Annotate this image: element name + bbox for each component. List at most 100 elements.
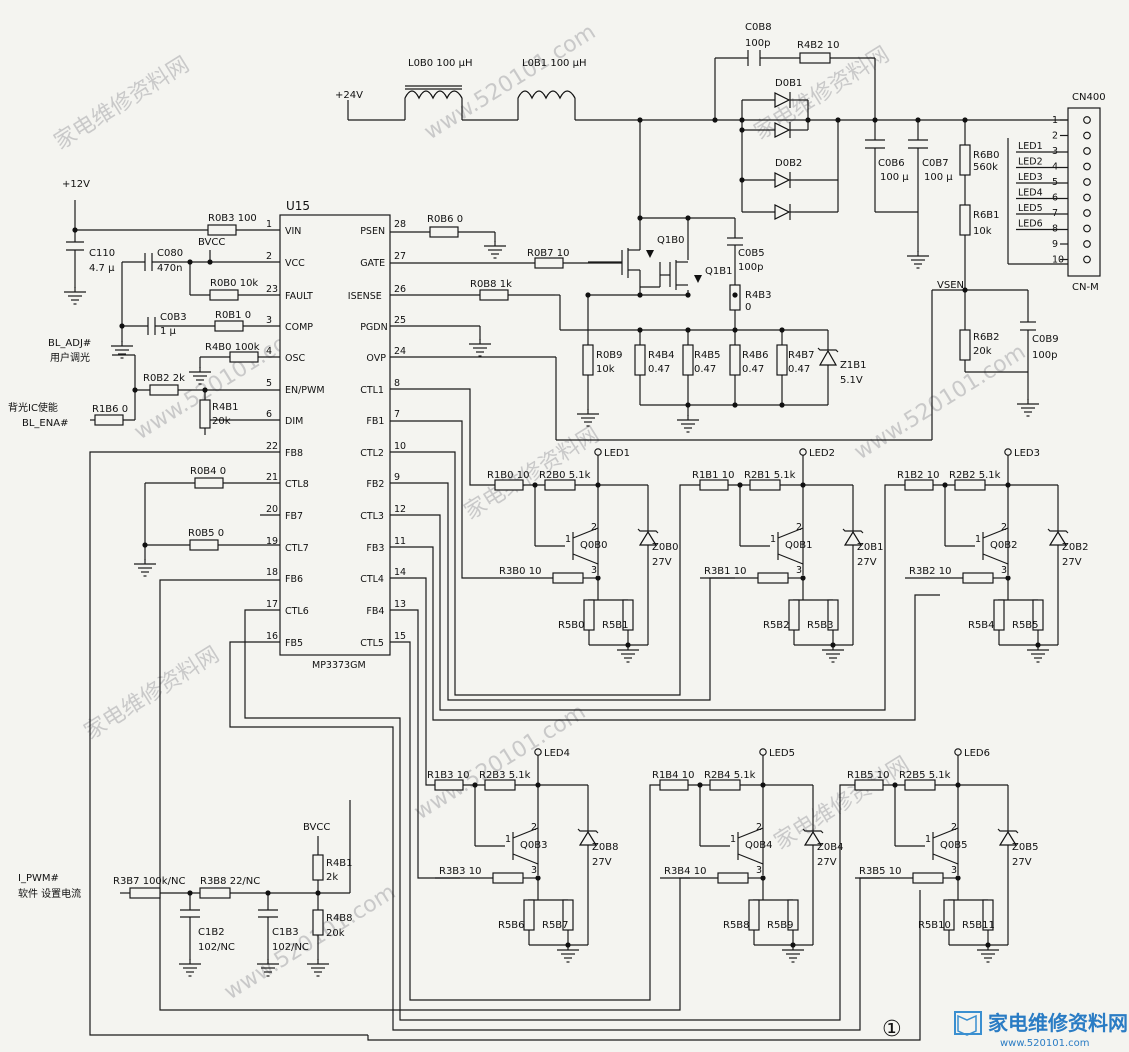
channel-ra-label: R5B4 xyxy=(968,620,995,631)
connector-ref: CN400 xyxy=(1072,92,1106,103)
ic-pin-name: FB3 xyxy=(366,543,384,554)
channel-led-label: LED1 xyxy=(604,448,630,459)
connector-pin xyxy=(1083,131,1091,140)
junction-dots xyxy=(72,117,968,896)
connector-pin-label: LED6 xyxy=(1018,219,1043,230)
ic-pin-number: 16 xyxy=(266,631,278,642)
ic-pin-number: 24 xyxy=(394,346,406,357)
channel-ra-label: R5B0 xyxy=(558,620,585,631)
svg-text:R4B6: R4B6 xyxy=(742,350,769,361)
connector-pin-label: LED5 xyxy=(1018,203,1043,214)
ground-icon xyxy=(189,367,211,385)
connector-pin-number: 1 xyxy=(1052,115,1058,126)
ic-pin-number: 3 xyxy=(266,315,272,326)
ic-pin-name: PSEN xyxy=(360,226,385,237)
transistor-pin: 1 xyxy=(505,834,511,845)
ic-pin-name: FB6 xyxy=(285,574,303,585)
svg-text:0: 0 xyxy=(745,302,751,313)
svg-text:4.7 μ: 4.7 μ xyxy=(89,263,115,274)
channel-zener-label: Z0B4 xyxy=(817,842,843,853)
connector-pin xyxy=(1083,240,1091,248)
ic-pin-number: 18 xyxy=(266,567,278,578)
net-bvcc: BVCC xyxy=(198,237,225,248)
zener-Z1B1 xyxy=(817,347,839,366)
ic-pin-number: 6 xyxy=(266,409,272,420)
svg-text:C0B3: C0B3 xyxy=(160,312,187,323)
svg-text:20k: 20k xyxy=(212,416,231,427)
ic-pin-number: 27 xyxy=(394,251,406,262)
channel-led-label: LED5 xyxy=(769,748,795,759)
ic-pin-name: FB1 xyxy=(366,416,384,427)
watermark-text: 家电维修资料网 xyxy=(770,752,914,855)
diode-D0B2-b xyxy=(774,204,795,220)
channel-r1-label: R1B3 10 xyxy=(427,770,469,781)
ic-pin-name: OVP xyxy=(366,353,386,364)
transistor-pin: 3 xyxy=(756,865,762,876)
ground-icon xyxy=(577,409,599,427)
svg-text:C0B8: C0B8 xyxy=(745,22,772,33)
svg-text:D0B1: D0B1 xyxy=(775,78,802,89)
channel-ra-label: R5B8 xyxy=(723,920,750,931)
figure-number: ① xyxy=(882,1017,902,1042)
svg-text:R4B4: R4B4 xyxy=(648,350,675,361)
ic-pin-name: VIN xyxy=(285,226,301,237)
transistor-pin: 3 xyxy=(951,865,957,876)
inductor-L0B1 xyxy=(517,90,576,100)
ic-pin-number: 22 xyxy=(266,441,278,452)
channel-zener-value: 27V xyxy=(1062,557,1082,568)
watermark-text: 家电维修资料网 xyxy=(50,52,194,155)
channel-rb-label: R5B11 xyxy=(962,920,995,931)
channel-r1-label: R1B0 10 xyxy=(487,470,529,481)
connector-pin xyxy=(1083,209,1091,217)
svg-text:R0B0 10k: R0B0 10k xyxy=(210,278,258,289)
svg-text:R4B2 10: R4B2 10 xyxy=(797,40,839,51)
svg-text:R3B8 22/NC: R3B8 22/NC xyxy=(200,876,260,887)
svg-text:R6B2: R6B2 xyxy=(973,332,1000,343)
ic-pin-name: PGDN xyxy=(360,322,388,333)
ic-pin-name: FB5 xyxy=(285,638,303,649)
net-vsen: VSEN xyxy=(937,280,964,291)
ic-part: MP3373GM xyxy=(312,660,366,671)
svg-text:R4B7: R4B7 xyxy=(788,350,815,361)
channel-zener-label: Z0B1 xyxy=(857,542,883,553)
channel-ra-label: R5B6 xyxy=(498,920,525,931)
ground-icon xyxy=(64,287,86,305)
ic-pin-name: DIM xyxy=(285,416,303,427)
ic-pin-name: CTL8 xyxy=(285,479,309,490)
control-traces xyxy=(89,388,940,1041)
svg-text:0.47: 0.47 xyxy=(742,364,764,375)
connector-pin-label: LED4 xyxy=(1018,188,1043,199)
ground-icon xyxy=(257,959,279,977)
label-bl-ena: BL_ENA# xyxy=(22,418,68,429)
ic-pin-number: 8 xyxy=(394,378,400,389)
transistor-pin: 3 xyxy=(531,865,537,876)
svg-text:R0B8 1k: R0B8 1k xyxy=(470,279,512,290)
ic-pin-number: 10 xyxy=(394,441,406,452)
channel-rb-label: R5B7 xyxy=(542,920,569,931)
svg-text:5.1V: 5.1V xyxy=(840,375,863,386)
connector-pin xyxy=(1083,147,1091,155)
channel-zener-label: Z0B5 xyxy=(1012,842,1038,853)
svg-text:102/NC: 102/NC xyxy=(272,942,309,953)
svg-text:560k: 560k xyxy=(973,162,998,173)
svg-text:2k: 2k xyxy=(326,872,338,883)
ic-pin-number: 4 xyxy=(266,346,272,357)
diode-D0B1-b xyxy=(774,122,795,138)
ground-icon xyxy=(1017,399,1039,417)
diode-D0B1-a xyxy=(774,92,795,108)
connector-pin xyxy=(1083,162,1091,171)
svg-text:R6B0: R6B0 xyxy=(973,150,1000,161)
logo-text: 家电维修资料网 xyxy=(988,1011,1128,1035)
svg-text:0.47: 0.47 xyxy=(648,364,670,375)
channel-r1-label: R1B2 10 xyxy=(897,470,939,481)
channel-r3-label: R3B4 10 xyxy=(664,866,706,877)
watermark-text: www.520101.com xyxy=(410,700,590,826)
ground-icon xyxy=(469,339,491,357)
svg-text:100p: 100p xyxy=(745,38,770,49)
ic-pin-name: CTL2 xyxy=(360,448,384,459)
channel-led-label: LED6 xyxy=(964,748,990,759)
svg-text:R3B7 100k/NC: R3B7 100k/NC xyxy=(113,876,185,887)
channel-r2-label: R2B3 5.1k xyxy=(479,770,531,781)
